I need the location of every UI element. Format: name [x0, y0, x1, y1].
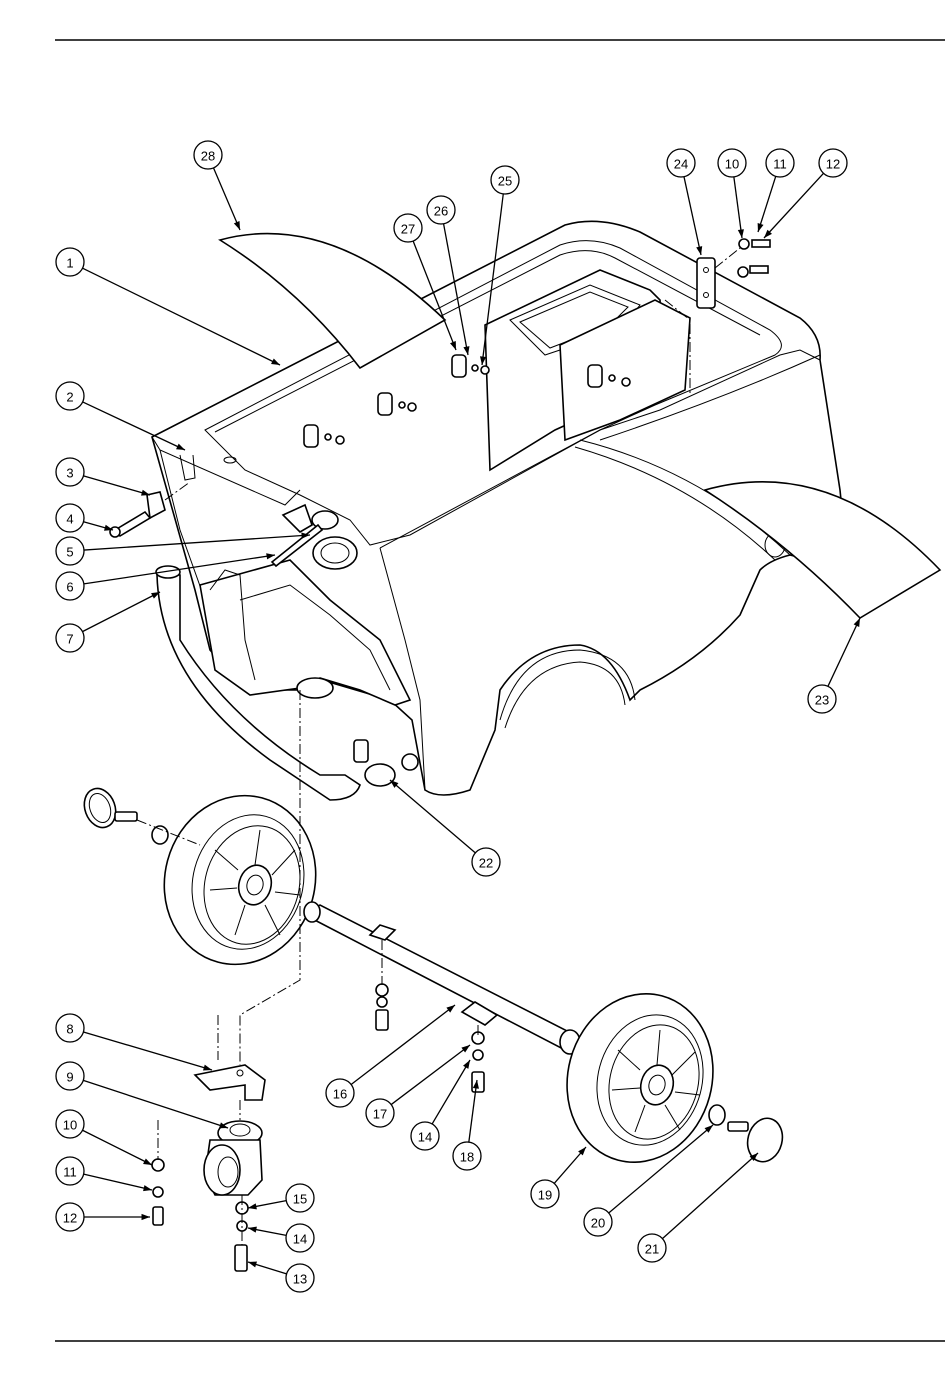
callout-label: 14	[293, 1232, 307, 1247]
caster-assembly	[152, 1065, 265, 1271]
callout-leader	[83, 1080, 228, 1128]
callout-24: 24	[667, 149, 702, 255]
callout-leader	[83, 1032, 212, 1070]
callout-13: 13	[248, 1262, 314, 1292]
callout-leader	[758, 176, 776, 232]
callout-leader	[351, 1005, 455, 1084]
callout-label: 14	[418, 1130, 432, 1145]
callout-leader	[83, 1130, 152, 1165]
callout-label: 26	[434, 204, 448, 219]
callout-arrowhead	[234, 221, 240, 230]
callout-label: 2	[66, 390, 73, 405]
callout-label: 5	[66, 545, 73, 560]
callout-leader	[213, 168, 240, 230]
callout-leader	[828, 618, 860, 686]
callout-label: 21	[645, 1242, 659, 1257]
callout-label: 11	[63, 1165, 77, 1180]
callout-28: 28	[194, 141, 240, 230]
callout-label: 10	[63, 1118, 77, 1133]
callout-18: 18	[453, 1080, 481, 1170]
callout-leader	[662, 1153, 758, 1239]
callout-leader	[83, 476, 150, 495]
callout-label: 18	[460, 1150, 474, 1165]
callout-15: 15	[248, 1184, 314, 1212]
callout-arrowhead	[143, 1158, 152, 1165]
axle	[304, 902, 580, 1054]
callout-8: 8	[56, 1014, 212, 1071]
callout-label: 13	[293, 1272, 307, 1287]
callout-leader	[83, 268, 280, 365]
callout-arrowhead	[461, 1045, 470, 1053]
callout-arrowhead	[248, 1203, 257, 1209]
callout-4: 4	[56, 504, 113, 532]
callout-label: 23	[815, 693, 829, 708]
wheel-left	[146, 778, 335, 981]
callout-label: 16	[333, 1087, 347, 1102]
callout-19: 19	[531, 1147, 586, 1208]
callout-label: 6	[66, 580, 73, 595]
callout-1: 1	[56, 248, 280, 365]
callout-label: 25	[498, 174, 512, 189]
callout-arrowhead	[248, 1227, 257, 1233]
callout-label: 22	[479, 856, 493, 871]
callout-label: 28	[201, 149, 215, 164]
wheel-right-hardware	[709, 1105, 787, 1166]
callout-label: 9	[66, 1070, 73, 1085]
callout-16: 16	[326, 1005, 455, 1107]
callout-arrowhead	[738, 229, 744, 238]
callout-leader	[83, 402, 185, 450]
callout-label: 12	[63, 1211, 77, 1226]
callout-leader	[764, 173, 824, 238]
callout-arrowhead	[203, 1065, 212, 1071]
callout-arrowhead	[248, 1262, 257, 1268]
callout-10: 10	[718, 149, 746, 238]
callout-label: 20	[591, 1216, 605, 1231]
callout-7: 7	[56, 592, 160, 652]
callout-11: 11	[758, 149, 794, 232]
callout-arrowhead	[141, 490, 150, 496]
callout-label: 1	[66, 256, 73, 271]
callout-leader	[84, 1174, 152, 1190]
callout-21: 21	[638, 1153, 758, 1262]
callout-12: 12	[56, 1203, 150, 1231]
wheel-right	[548, 977, 731, 1178]
callout-arrowhead	[142, 1214, 150, 1220]
callout-label: 7	[66, 632, 73, 647]
callout-leader	[684, 177, 701, 255]
callout-label: 12	[826, 157, 840, 172]
callout-label: 3	[66, 466, 73, 481]
callout-arrowhead	[271, 359, 280, 365]
callout-label: 27	[401, 222, 415, 237]
callout-14: 14	[411, 1060, 470, 1150]
callout-23: 23	[808, 618, 860, 713]
callout-arrowhead	[758, 223, 764, 232]
callout-leader	[82, 592, 160, 632]
hose-clamp	[354, 740, 395, 786]
callout-label: 24	[674, 157, 688, 172]
callout-label: 19	[538, 1188, 552, 1203]
callout-leader	[391, 1045, 470, 1105]
callout-label: 8	[66, 1022, 73, 1037]
callout-label: 17	[373, 1107, 387, 1122]
callout-arrowhead	[463, 1060, 470, 1069]
callout-3: 3	[56, 458, 150, 496]
callout-arrowhead	[854, 618, 860, 627]
callout-11: 11	[56, 1157, 152, 1191]
callout-label: 11	[773, 157, 787, 172]
callout-leader	[734, 177, 742, 238]
callout-label: 15	[293, 1192, 307, 1207]
callout-label: 4	[66, 512, 73, 527]
callout-arrowhead	[446, 1005, 455, 1013]
callout-label: 10	[725, 157, 739, 172]
callout-14: 14	[248, 1224, 314, 1252]
